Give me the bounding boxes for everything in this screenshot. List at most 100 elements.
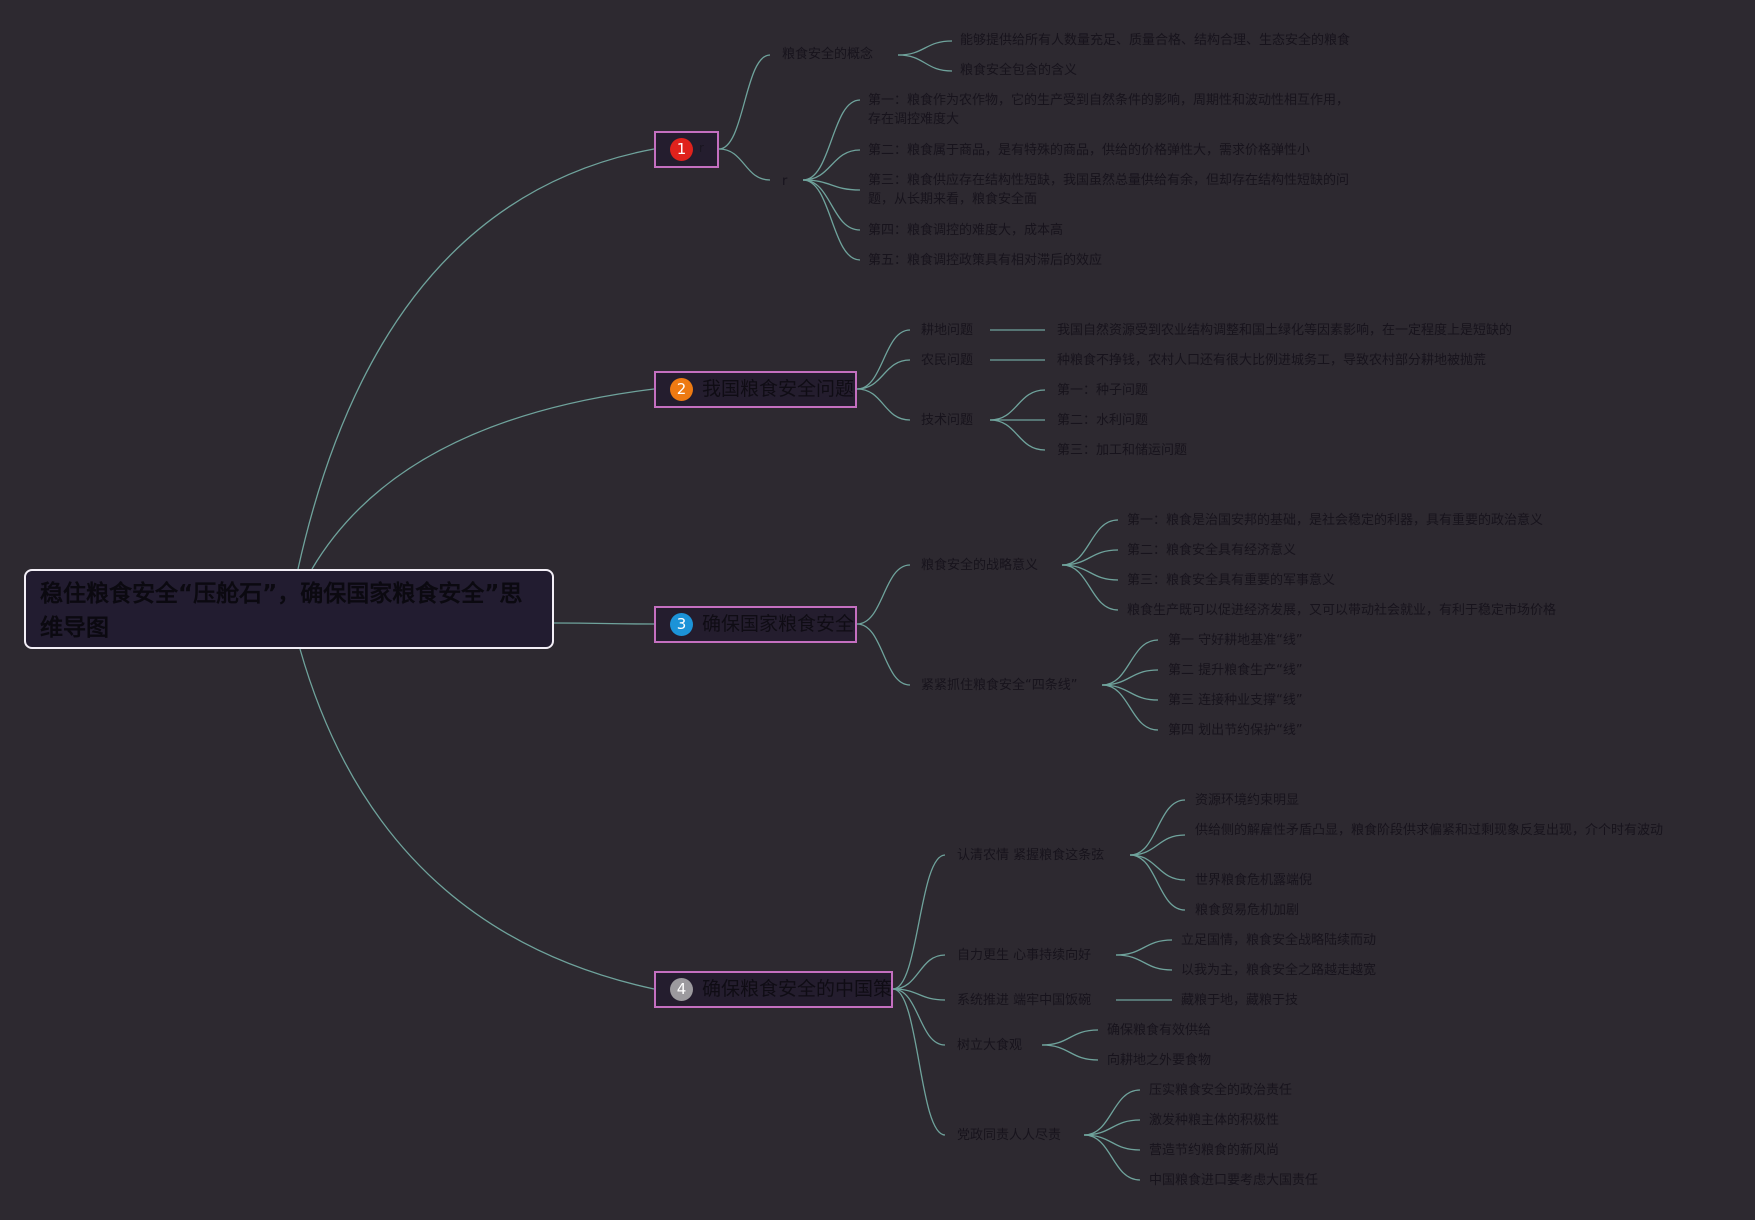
link-b4-s4-leaf-1 — [1041, 1029, 1099, 1046]
link-b4-s1-leaf-2 — [1129, 834, 1186, 856]
leaf-2-1-1[interactable]: 我国自然资源受到农业结构调整和国土绿化等因素影响，在一定程度上是短缺的 — [1057, 323, 1513, 338]
link-b4-s4-leaf-2 — [1041, 1044, 1099, 1061]
link-b4-sub-2 — [892, 954, 946, 990]
subtopic-1-2[interactable]: r — [782, 174, 788, 189]
branch-topic-1[interactable]: 1 r — [654, 131, 719, 168]
link-root-branch-4 — [299, 648, 655, 990]
link-b2-tech-leaf-1 — [989, 389, 1046, 421]
link-root-branch-1 — [297, 148, 655, 570]
link-b4-sub-3 — [892, 988, 946, 1001]
link-b1-r — [718, 148, 771, 181]
link-b4-sub-5 — [892, 988, 946, 1136]
link-b1-r-leaf-4 — [802, 179, 861, 231]
link-b1-concept-leaf-2 — [897, 54, 953, 72]
link-b4-s5-leaf-4 — [1083, 1134, 1141, 1181]
leaf-4-1-1[interactable]: 资源环境约束明显 — [1195, 793, 1300, 808]
number-badge-4: 4 — [670, 978, 693, 1001]
leaf-1-1-2[interactable]: 粮食安全包含的含义 — [960, 63, 1078, 78]
leaf-4-1-4[interactable]: 粮食贸易危机加剧 — [1195, 903, 1300, 918]
branch-topic-3[interactable]: 3 确保国家粮食安全 — [654, 606, 857, 643]
link-b3-fourlines-leaf-4 — [1101, 684, 1159, 731]
leaf-2-2-1[interactable]: 种粮食不挣钱，农村人口还有很大比例进城务工，导致农村部分耕地被抛荒 — [1057, 353, 1487, 368]
subtopic-systematic-advance[interactable]: 系统推进 端牢中国饭碗 — [957, 993, 1092, 1008]
subtopic-shared-responsibility[interactable]: 党政同责人人尽责 — [957, 1128, 1062, 1143]
leaf-2-3-3[interactable]: 第三：加工和储运问题 — [1057, 443, 1188, 458]
root-topic-title: 稳住粮食安全“压舱石”，确保国家粮食安全”思维导图 — [40, 581, 523, 641]
branch-topic-1-label: r — [699, 141, 704, 155]
leaf-4-5-3[interactable]: 营造节约粮食的新风尚 — [1149, 1143, 1280, 1158]
leaf-3-2-2[interactable]: 第二 提升粮食生产“线” — [1168, 663, 1303, 678]
leaf-4-3-1[interactable]: 藏粮于地，藏粮于技 — [1181, 993, 1299, 1008]
leaf-1-1-1[interactable]: 能够提供给所有人数量充足、质量合格、结构合理、生态安全的粮食 — [960, 33, 1351, 48]
link-b3-fourlines — [856, 623, 911, 686]
leaf-4-1-2[interactable]: 供给侧的解雇性矛盾凸显，粮食阶段供求偏紧和过剩现象反复出现，介个时有波动 — [1195, 823, 1664, 838]
leaf-3-1-4[interactable]: 粮食生产既可以促进经济发展，又可以带动社会就业，有利于稳定市场价格 — [1127, 603, 1557, 618]
link-b1-r-leaf-1 — [802, 99, 861, 181]
subtopic-strategic-significance[interactable]: 粮食安全的战略意义 — [921, 558, 1039, 573]
subtopic-understand-agriculture[interactable]: 认清农情 紧握粮食这条弦 — [957, 848, 1105, 863]
link-b4-sub-1 — [892, 854, 946, 990]
link-b3-fourlines-leaf-1 — [1101, 639, 1159, 686]
number-badge-1: 1 — [670, 138, 693, 161]
leaf-4-1-3[interactable]: 世界粮食危机露端倪 — [1195, 873, 1313, 888]
leaf-2-3-1[interactable]: 第一：种子问题 — [1057, 383, 1149, 398]
link-b3-strategic — [856, 564, 911, 625]
link-b4-s2-leaf-1 — [1115, 939, 1173, 956]
root-topic[interactable]: 稳住粮食安全“压舱石”，确保国家粮食安全”思维导图 — [24, 569, 554, 649]
leaf-3-1-3[interactable]: 第三：粮食安全具有重要的军事意义 — [1127, 573, 1336, 588]
number-badge-3: 3 — [670, 613, 693, 636]
link-b1-r-leaf-2 — [802, 149, 861, 181]
leaf-3-2-4[interactable]: 第四 划出节约保护“线” — [1168, 723, 1303, 738]
link-root-branch-3 — [553, 622, 655, 625]
link-b4-s2-leaf-2 — [1115, 954, 1173, 971]
link-b2-farmer — [856, 359, 911, 390]
leaf-1-2-4[interactable]: 第四：粮食调控的难度大，成本高 — [868, 223, 1064, 238]
branch-topic-3-label: 确保国家粮食安全 — [702, 613, 855, 635]
leaf-4-5-2[interactable]: 激发种粮主体的积极性 — [1149, 1113, 1280, 1128]
link-b2-farmland — [856, 329, 911, 390]
subtopic-self-reliance[interactable]: 自力更生 心事持续向好 — [957, 948, 1092, 963]
leaf-1-2-3[interactable]: 第三：粮食供应存在结构性短缺，我国虽然总量供给有余，但却存在结构性短缺的问题，从… — [868, 173, 1350, 207]
subtopic-farmland-issue[interactable]: 耕地问题 — [921, 323, 974, 338]
branch-topic-2[interactable]: 2 我国粮食安全问题 — [654, 371, 857, 408]
link-b3-strategic-leaf-1 — [1061, 519, 1119, 566]
leaf-4-5-1[interactable]: 压实粮食安全的政治责任 — [1149, 1083, 1293, 1098]
subtopic-food-security-concept[interactable]: 粮食安全的概念 — [782, 47, 874, 62]
leaf-3-1-1[interactable]: 第一：粮食是治国安邦的基础，是社会稳定的利器，具有重要的政治意义 — [1127, 513, 1544, 528]
leaf-3-1-2[interactable]: 第二：粮食安全具有经济意义 — [1127, 543, 1297, 558]
subtopic-big-food-view[interactable]: 树立大食观 — [957, 1038, 1023, 1053]
subtopic-four-lines[interactable]: 紧紧抓住粮食安全“四条线” — [921, 678, 1078, 693]
subtopic-farmer-issue[interactable]: 农民问题 — [921, 353, 974, 368]
leaf-4-4-1[interactable]: 确保粮食有效供给 — [1107, 1023, 1212, 1038]
link-b1-r-leaf-5 — [802, 179, 861, 261]
link-b1-concept-leaf-1 — [897, 40, 953, 56]
link-b3-strategic-leaf-4 — [1061, 564, 1119, 611]
leaf-2-3-2[interactable]: 第二：水利问题 — [1057, 413, 1149, 428]
number-badge-2: 2 — [670, 378, 693, 401]
leaf-4-2-1[interactable]: 立足国情，粮食安全战略陆续而动 — [1181, 933, 1377, 948]
branch-topic-4[interactable]: 4 确保粮食安全的中国策 — [654, 971, 893, 1008]
leaf-4-2-2[interactable]: 以我为主，粮食安全之路越走越宽 — [1181, 963, 1377, 978]
leaf-3-2-1[interactable]: 第一 守好耕地基准“线” — [1168, 633, 1303, 648]
leaf-4-4-2[interactable]: 向耕地之外要食物 — [1107, 1053, 1212, 1068]
link-b4-s1-leaf-1 — [1129, 799, 1186, 856]
link-b4-s5-leaf-1 — [1083, 1089, 1141, 1136]
subtopic-technology-issue[interactable]: 技术问题 — [921, 413, 974, 428]
link-b4-sub-4 — [892, 988, 946, 1046]
leaf-1-2-5[interactable]: 第五：粮食调控政策具有相对滞后的效应 — [868, 253, 1103, 268]
link-b4-s5-leaf-2 — [1083, 1119, 1141, 1136]
link-b4-s1-leaf-3 — [1129, 854, 1186, 881]
leaf-1-2-2[interactable]: 第二：粮食属于商品，是有特殊的商品，供给的价格弹性大，需求价格弹性小 — [868, 143, 1311, 158]
branch-topic-2-label: 我国粮食安全问题 — [702, 378, 855, 400]
leaf-4-5-4[interactable]: 中国粮食进口要考虑大国责任 — [1149, 1173, 1319, 1188]
link-b1-r-leaf-3 — [802, 179, 861, 191]
leaf-1-2-1[interactable]: 第一：粮食作为农作物，它的生产受到自然条件的影响，周期性和波动性相互作用，存在调… — [868, 93, 1350, 127]
link-b4-s1-leaf-4 — [1129, 854, 1186, 911]
leaf-3-2-3[interactable]: 第三 连接种业支撑“线” — [1168, 693, 1303, 708]
link-b2-tech-leaf-3 — [989, 419, 1046, 451]
link-b2-tech — [856, 388, 911, 421]
branch-topic-4-label: 确保粮食安全的中国策 — [702, 978, 893, 1000]
link-b3-fourlines-leaf-2 — [1101, 669, 1159, 686]
